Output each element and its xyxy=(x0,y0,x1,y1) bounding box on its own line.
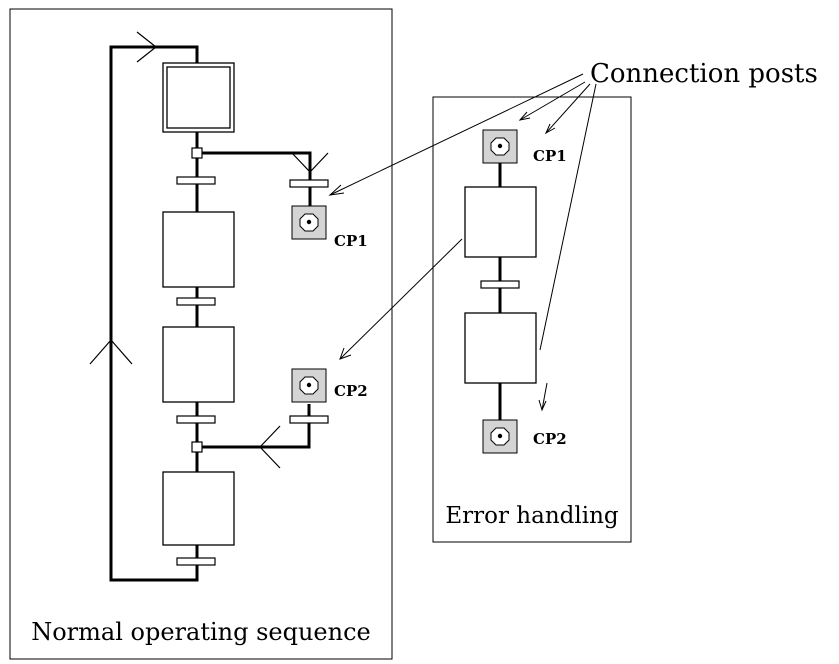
error-handling-caption: Error handling xyxy=(445,503,619,529)
cp2-label-normal: CP2 xyxy=(334,382,368,400)
arrowhead-left xyxy=(89,339,133,365)
error-step-1 xyxy=(464,186,537,258)
error-step-2 xyxy=(464,312,537,384)
connection-post-cp2-error xyxy=(482,419,518,454)
transition-3 xyxy=(176,415,216,424)
connection-posts-label: Connection posts xyxy=(590,59,818,89)
error-handling-chart xyxy=(464,163,537,420)
pointer-to-normal-cp2 xyxy=(339,238,463,360)
normal-sequence-caption: Normal operating sequence xyxy=(31,618,371,646)
error-transition-1 xyxy=(480,280,520,289)
transition-2 xyxy=(176,297,216,306)
divergence-node xyxy=(191,147,203,159)
callout-arrows xyxy=(328,73,597,412)
initial-step-inner xyxy=(166,66,231,129)
cp1-label-normal: CP1 xyxy=(334,232,368,250)
initial-step xyxy=(162,62,235,133)
connection-post-cp1-error xyxy=(482,129,518,164)
cp1-label-error: CP1 xyxy=(533,147,567,165)
transition-1 xyxy=(176,176,216,185)
error-handling-panel xyxy=(432,96,632,543)
normal-sequence-panel xyxy=(9,8,393,660)
cp2-label-error: CP2 xyxy=(533,430,567,448)
arrowhead-top xyxy=(136,31,157,63)
arrowhead-cp1-branch xyxy=(291,152,329,173)
pointer-to-normal-cp1 xyxy=(329,73,584,196)
pointer-to-error-cp1 xyxy=(519,81,586,121)
small-arrow-error-cp2 xyxy=(541,382,548,411)
arrowhead-cp2-branch xyxy=(259,425,281,469)
loop-back-line xyxy=(109,45,199,582)
branch-from-cp2 xyxy=(197,404,311,449)
branch-to-cp1 xyxy=(197,151,312,206)
step-1 xyxy=(162,211,235,288)
transition-4 xyxy=(176,557,216,566)
normal-sequence-chart xyxy=(89,31,329,582)
connection-post-cp2-normal xyxy=(291,368,327,403)
transition-cp1 xyxy=(289,179,329,188)
step-3 xyxy=(162,471,235,546)
transition-cp2 xyxy=(289,415,329,424)
pointer-to-error-cp2 xyxy=(539,83,597,351)
step-2 xyxy=(162,326,235,403)
connection-post-cp1-normal xyxy=(291,205,327,240)
convergence-node xyxy=(191,441,203,453)
pointer-to-error-cp1-label xyxy=(545,83,591,134)
